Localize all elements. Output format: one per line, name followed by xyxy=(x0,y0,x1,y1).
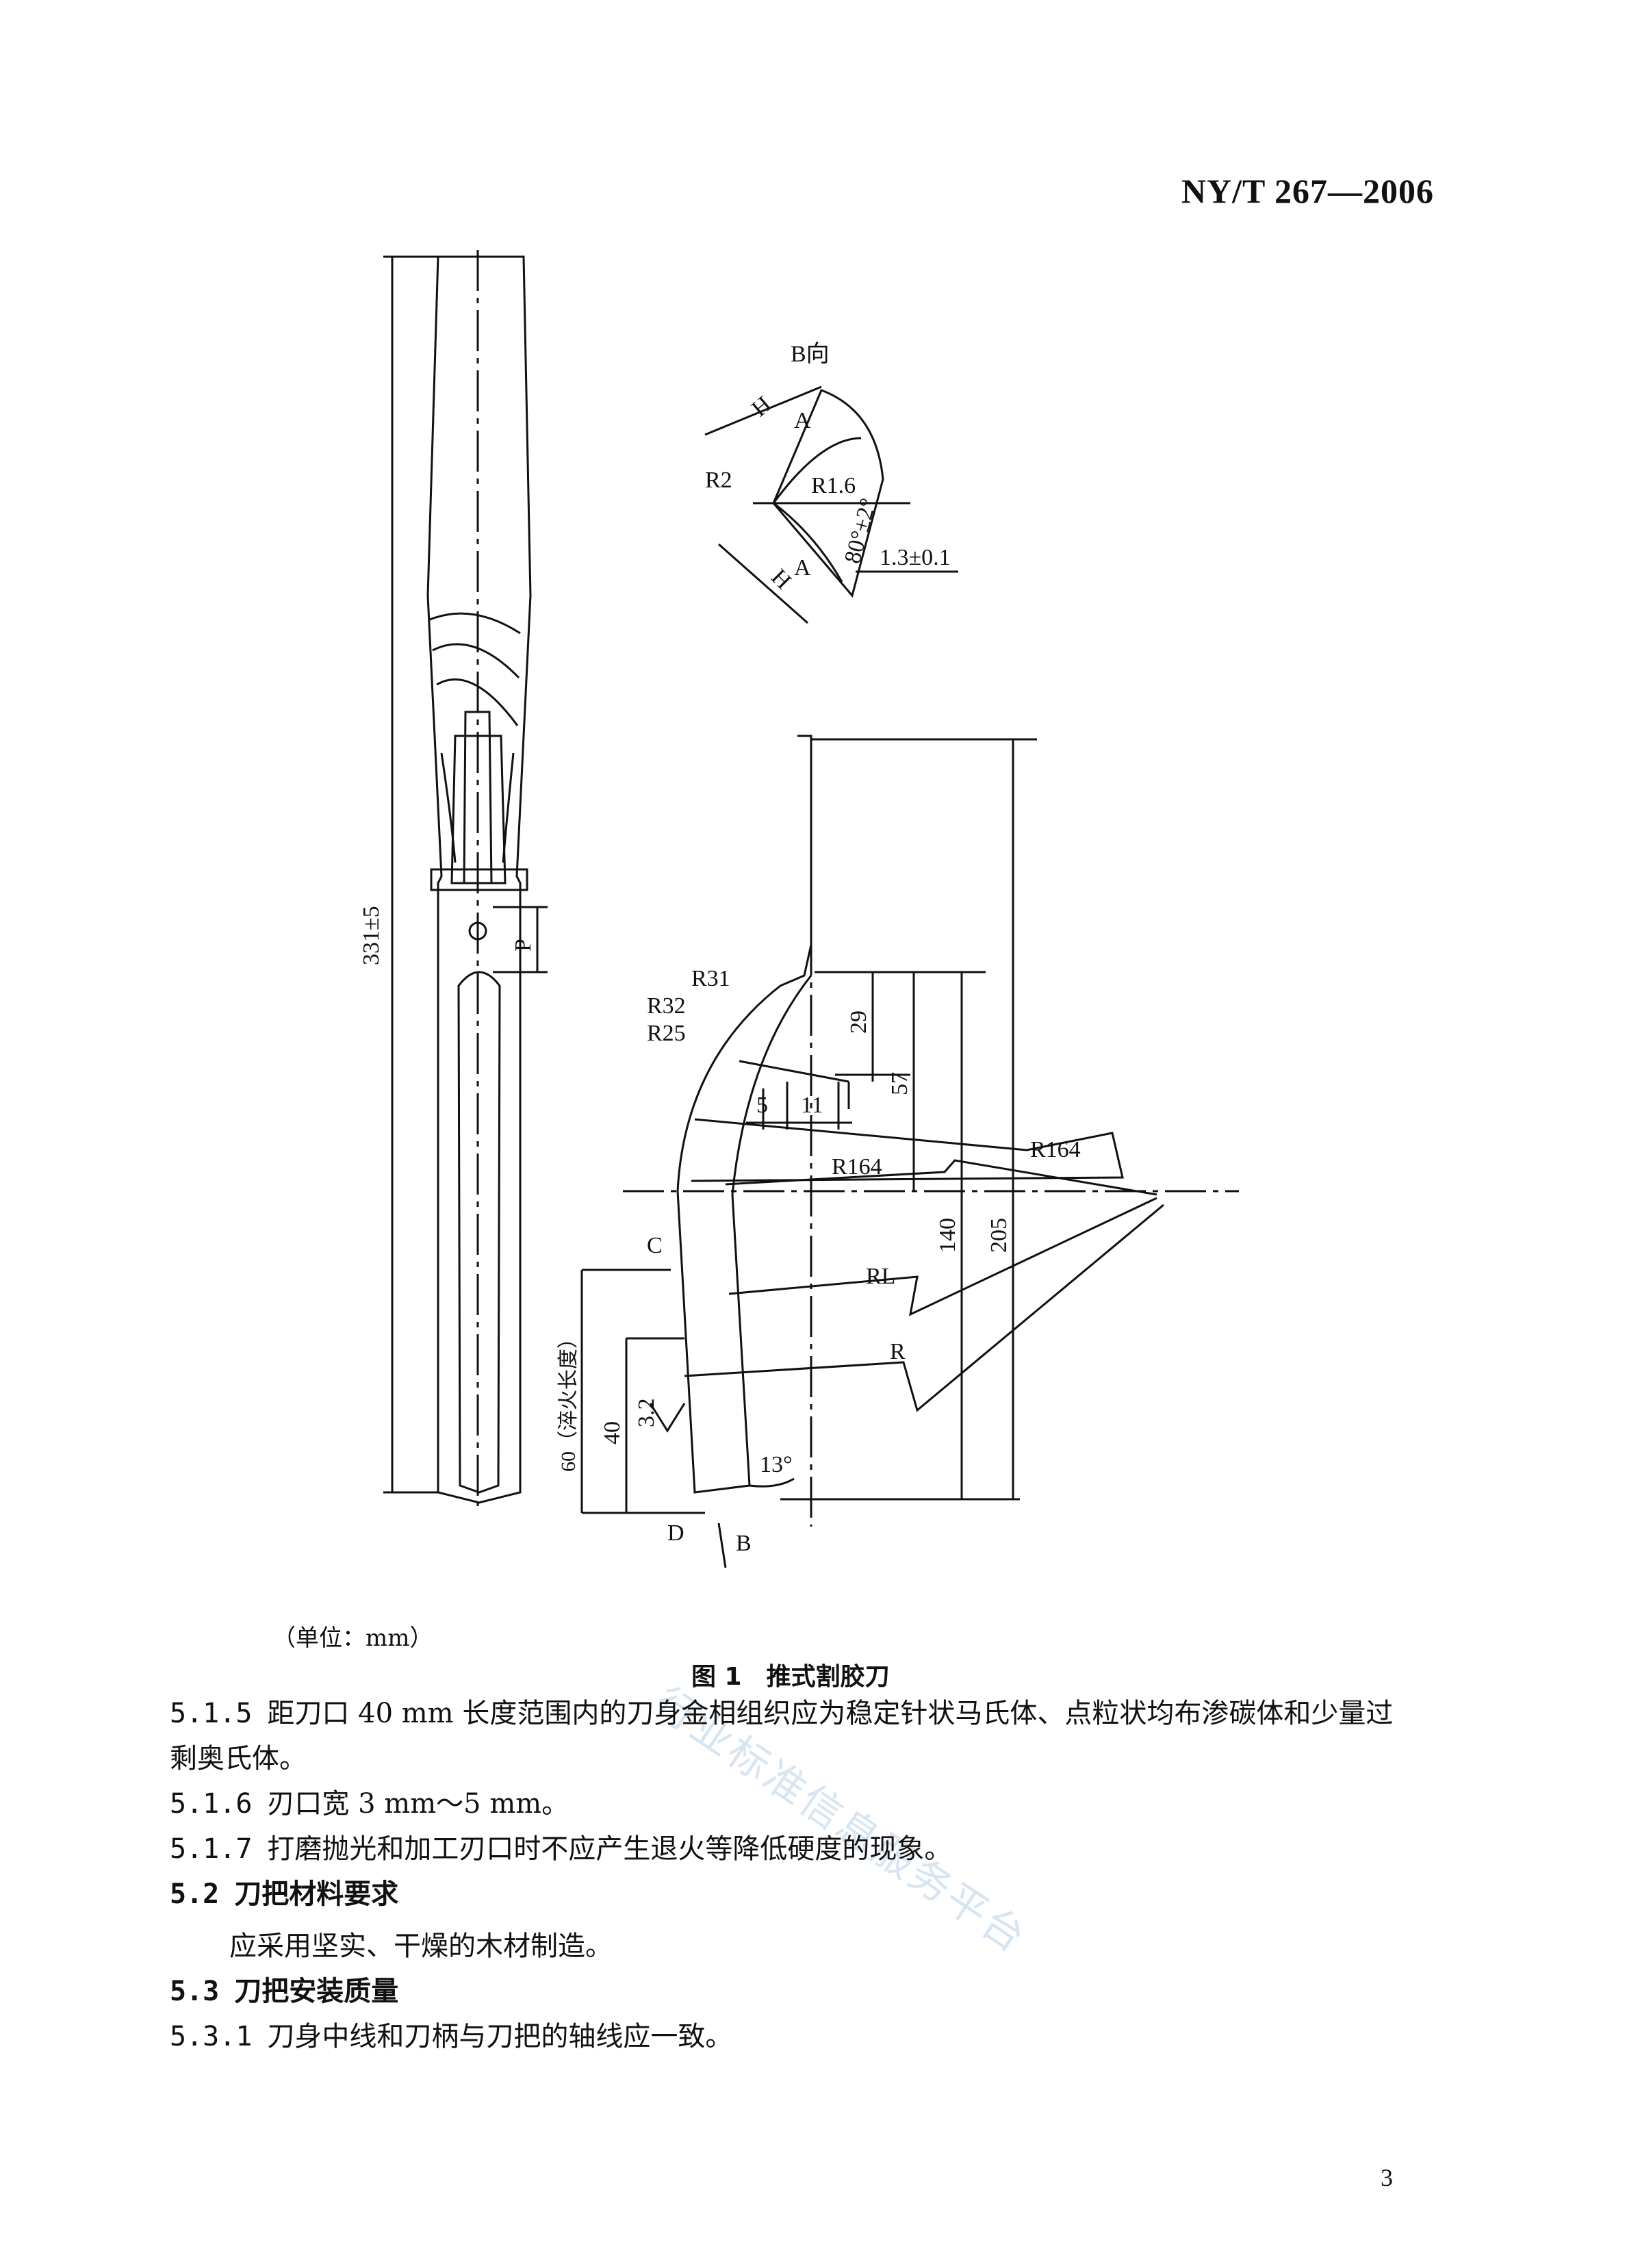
label-b: B xyxy=(736,1531,752,1556)
clause-5-2: 5.2 刀把材料要求 xyxy=(170,1872,398,1917)
clause-text: 刃口宽 3 mm～5 mm。 xyxy=(267,1788,569,1820)
label-angle-13: 13° xyxy=(760,1452,793,1477)
clause-5-2-body: 应采用坚实、干燥的木材制造。 xyxy=(229,1931,613,1962)
label-dim-40: 40 xyxy=(600,1421,625,1444)
label-dim-3-2: 3.2 xyxy=(634,1399,659,1428)
clause-text: 刀身中线和刀柄与刀把的轴线应一致。 xyxy=(267,2021,733,2052)
label-h-top: H xyxy=(747,392,776,422)
clause-5-1-7: 5.1.7 打磨抛光和加工刃口时不应产生退火等降低硬度的现象。 xyxy=(170,1826,951,1872)
clause-number: 5.2 xyxy=(170,1878,220,1910)
clause-number: 5.3.1 xyxy=(170,2021,253,2052)
clause-5-1-5-continuation: 剩奥氏体。 xyxy=(170,1743,307,1774)
page-number: 3 xyxy=(1381,2164,1393,2191)
label-dim-57: 57 xyxy=(887,1072,912,1095)
clause-5-3: 5.3 刀把安装质量 xyxy=(170,1969,398,2014)
clause-number: 5.1.6 xyxy=(170,1788,253,1820)
clause-number: 5.1.5 xyxy=(170,1698,253,1729)
label-d: D xyxy=(667,1520,684,1546)
label-dim-5: 5 xyxy=(756,1093,768,1118)
label-dim-140: 140 xyxy=(935,1218,960,1253)
clause-5-1-6: 5.1.6 刃口宽 3 mm～5 mm。 xyxy=(170,1781,569,1826)
figure-caption: 图 1 推式割胶刀 xyxy=(691,1663,890,1691)
label-angle-80: 80°±2° xyxy=(840,496,882,566)
label-r1-6: R1.6 xyxy=(811,473,856,498)
label-rl: RL xyxy=(866,1264,895,1289)
clause-heading: 刀把材料要求 xyxy=(234,1878,399,1910)
label-dim-29: 29 xyxy=(846,1010,871,1034)
label-view-b: B向 xyxy=(791,341,830,367)
label-r164-upper: R164 xyxy=(1030,1137,1081,1162)
label-p: P xyxy=(511,939,536,952)
label-r25: R25 xyxy=(647,1021,686,1046)
clause-number: 5.1.7 xyxy=(170,1833,253,1865)
label-r2: R2 xyxy=(705,468,732,493)
label-dim-11: 11 xyxy=(801,1093,823,1118)
clause-5-3-1: 5.3.1 刀身中线和刀柄与刀把的轴线应一致。 xyxy=(170,2014,732,2059)
unit-note: （单位：mm） xyxy=(272,1624,433,1652)
clause-number: 5.3 xyxy=(170,1976,220,2007)
clause-5-1-5: 5.1.5 距刀口 40 mm 长度范围内的刀身金相组织应为稳定针状马氏体、点粒状… xyxy=(170,1691,1393,1736)
label-quench-length: 60（淬火长度） xyxy=(557,1328,580,1472)
clause-heading: 刀把安装质量 xyxy=(234,1976,399,2007)
label-a-bottom: A xyxy=(794,555,811,581)
clause-text: 距刀口 40 mm 长度范围内的刀身金相组织应为稳定针状马氏体、点粒状均布渗碳体… xyxy=(267,1698,1394,1729)
standard-code: NY/T 267—2006 xyxy=(1181,172,1434,210)
label-c: C xyxy=(647,1233,663,1258)
label-tolerance: 1.3±0.1 xyxy=(880,545,951,570)
label-length-331: 331±5 xyxy=(359,906,384,965)
technical-drawing: B向 H A R2 R1.6 80°±2° H A 1.3±0.1 331±5 … xyxy=(359,250,1239,1568)
label-r: R xyxy=(890,1339,906,1364)
label-dim-205: 205 xyxy=(986,1218,1012,1253)
label-r31: R31 xyxy=(691,966,730,991)
label-a-top: A xyxy=(794,408,811,433)
label-r32: R32 xyxy=(647,993,686,1019)
label-r164-lower: R164 xyxy=(832,1154,882,1180)
clause-text: 打磨抛光和加工刃口时不应产生退火等降低硬度的现象。 xyxy=(267,1833,952,1865)
